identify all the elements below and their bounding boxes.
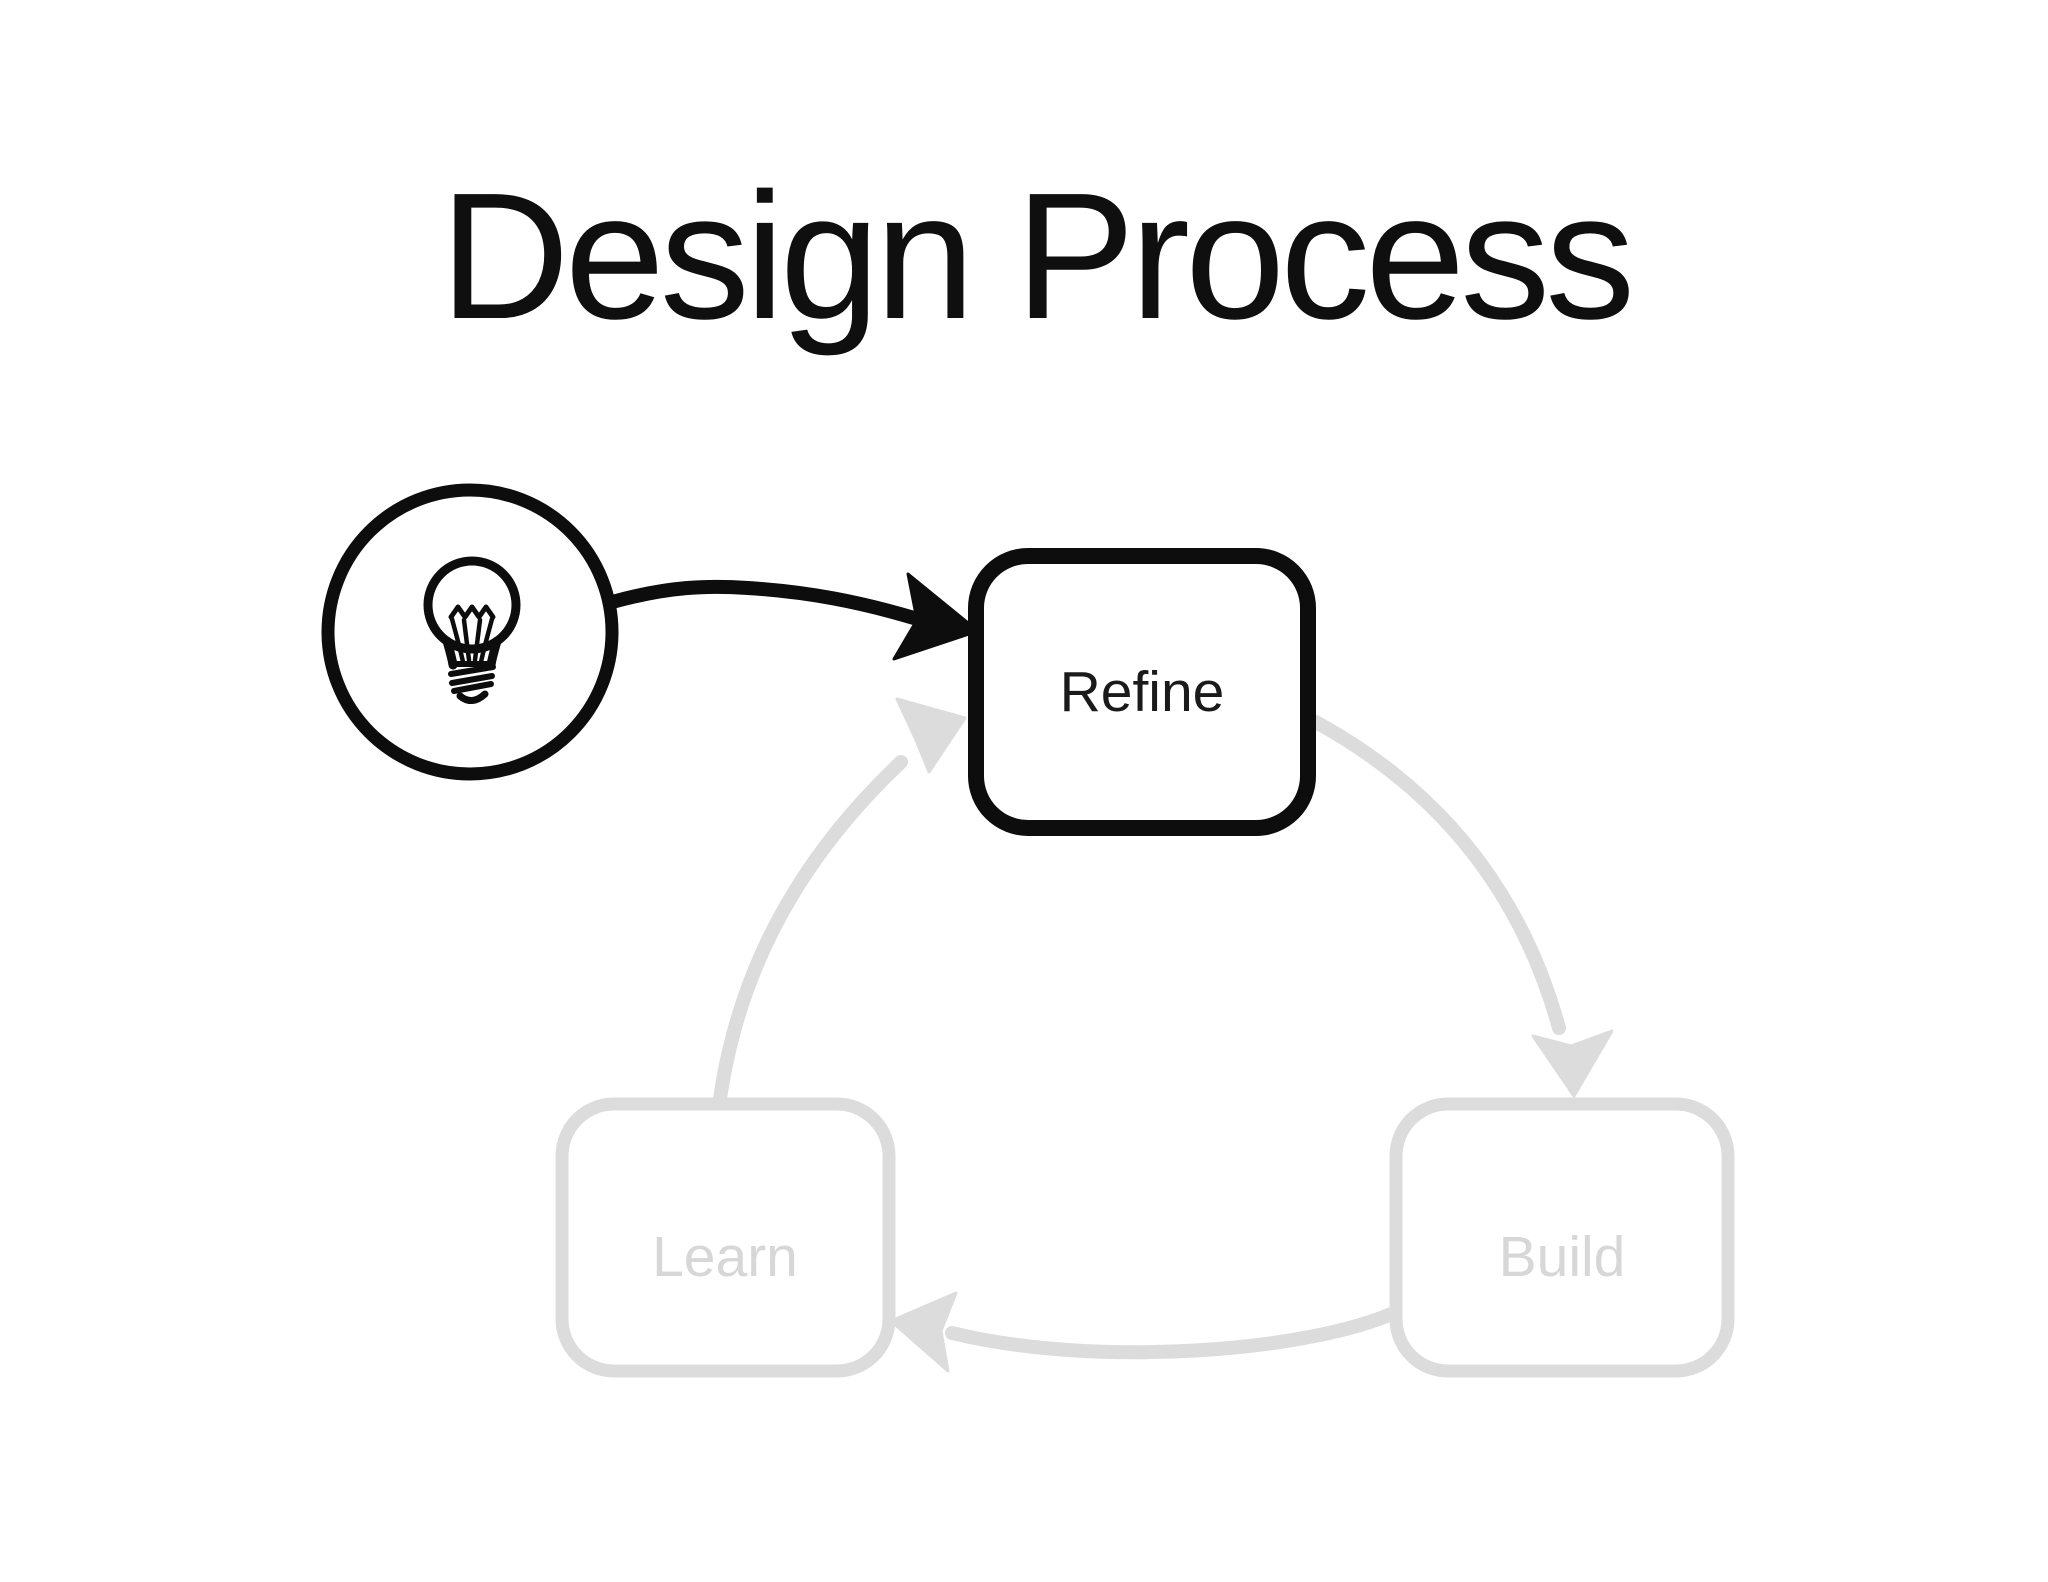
- node-refine: Refine: [968, 548, 1316, 836]
- page-title: Design Process: [440, 156, 1631, 357]
- node-learn: Learn: [555, 1097, 896, 1378]
- edge-refine-to-build: [1305, 713, 1614, 1098]
- arrowhead-down-icon: [1531, 1029, 1614, 1098]
- node-build: Build: [1389, 1097, 1735, 1378]
- lightbulb-icon: [423, 556, 521, 704]
- arrowhead-up-right-icon: [895, 697, 967, 774]
- idea-circle: [321, 483, 619, 781]
- refine-label: Refine: [1060, 660, 1225, 724]
- edge-learn-to-refine: [712, 697, 967, 1113]
- idea-node: [321, 483, 619, 781]
- edge-idea-to-refine: [609, 572, 980, 661]
- build-box: [1389, 1097, 1735, 1378]
- arrowhead-right-icon: [892, 572, 980, 661]
- learn-box: [555, 1097, 896, 1378]
- refine-box: [968, 548, 1316, 836]
- arrowhead-left-icon: [889, 1291, 958, 1373]
- edge-build-to-learn: [889, 1291, 1405, 1373]
- build-label: Build: [1499, 1225, 1626, 1289]
- learn-label: Learn: [652, 1225, 798, 1289]
